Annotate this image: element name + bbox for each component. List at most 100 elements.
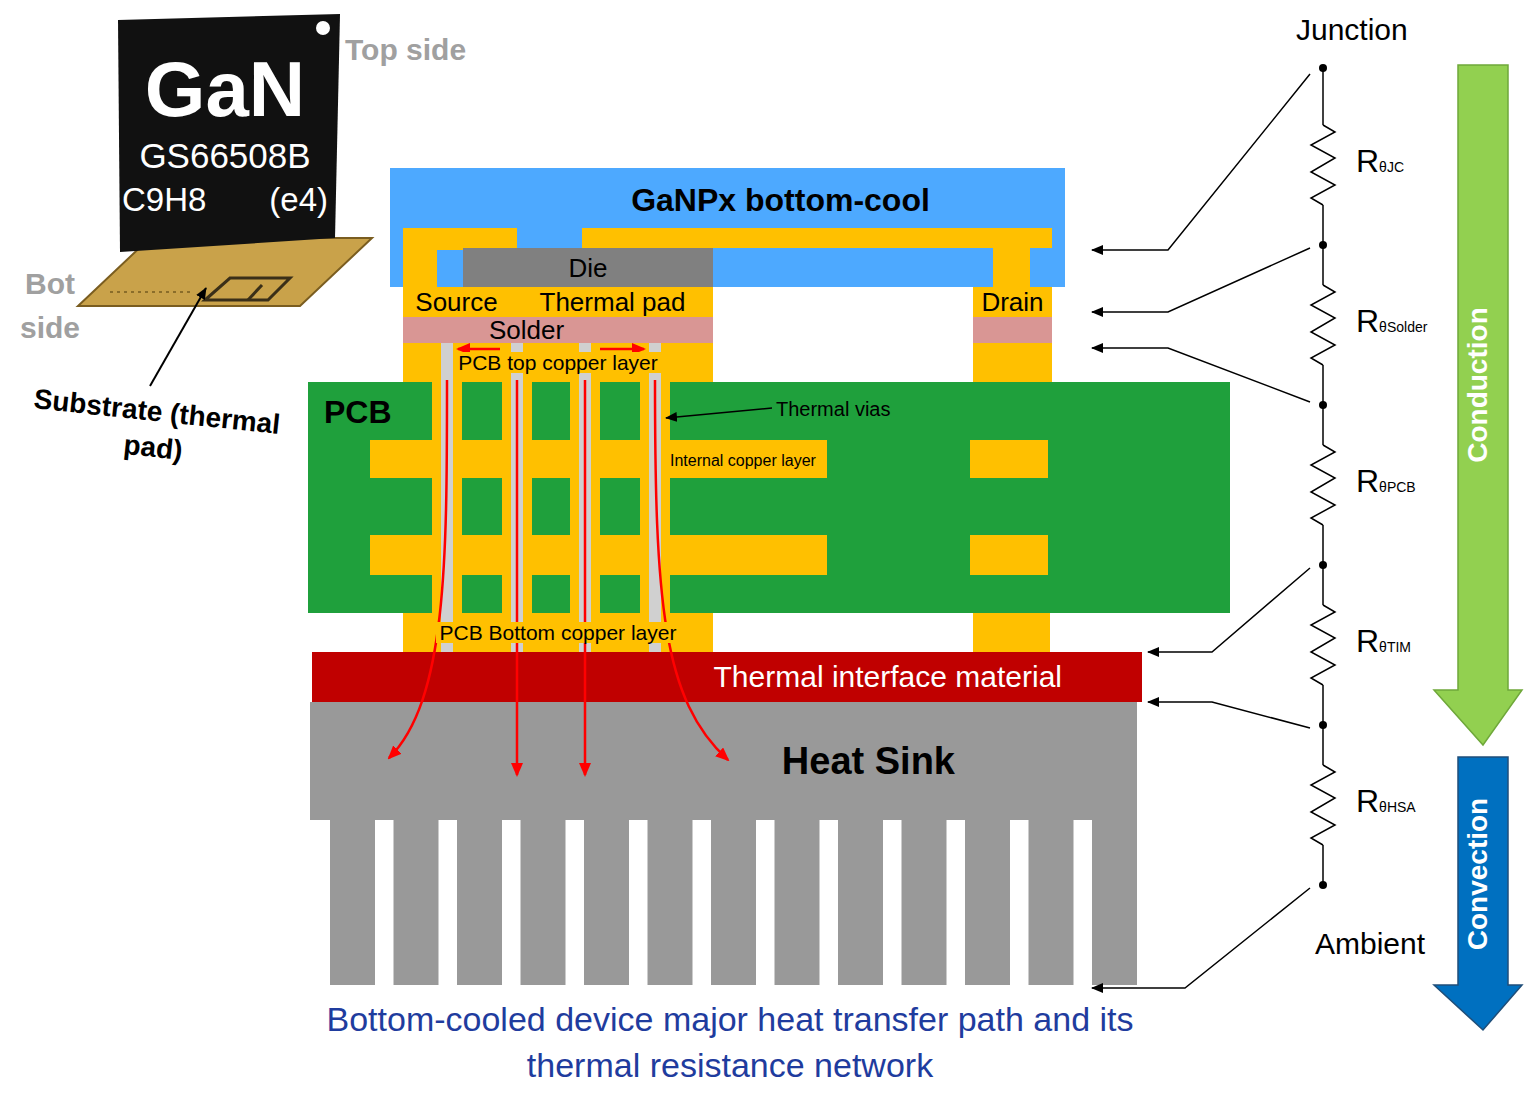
convection-arrow bbox=[1434, 757, 1522, 1030]
node-text: Drain bbox=[981, 289, 1043, 315]
node-text: Source bbox=[415, 289, 497, 315]
node-text: Heat Sink bbox=[778, 742, 959, 780]
solder-layer bbox=[403, 317, 1052, 343]
heat-sink bbox=[330, 818, 375, 985]
thermal-via bbox=[432, 343, 670, 652]
side-label: Bot side bbox=[10, 262, 90, 349]
node-text: GaNPx bottom-cool bbox=[631, 184, 930, 216]
internal-copper bbox=[970, 440, 1048, 478]
node-text: PCB Bottom copper layer bbox=[436, 622, 681, 643]
heat-sink bbox=[457, 818, 502, 985]
terminal-label: Junction bbox=[1296, 12, 1408, 48]
boundary-leader bbox=[1092, 74, 1310, 250]
node-text: PCB top copper layer bbox=[454, 352, 662, 373]
terminal-label: Ambient bbox=[1315, 926, 1425, 962]
boundary-leader bbox=[1092, 74, 1310, 988]
chip-photo bbox=[118, 14, 340, 252]
heat-sink bbox=[584, 818, 629, 985]
node-text: C9H8 bbox=[122, 183, 206, 216]
text-row: GS66508B bbox=[118, 138, 332, 173]
die-box: Die bbox=[463, 248, 713, 288]
heat-sink bbox=[310, 702, 1137, 985]
internal-copper bbox=[970, 535, 1048, 575]
boundary-leader bbox=[1148, 702, 1310, 728]
resistor-label: RθHSA bbox=[1356, 785, 1416, 817]
text-row: C9H8 (e4) bbox=[118, 183, 332, 216]
node-text: Conduction bbox=[1464, 307, 1492, 463]
heat-sink: Heat Sink bbox=[310, 702, 1137, 820]
package-box: GaNPx bottom-coolDie bbox=[390, 168, 1065, 287]
network-node bbox=[1319, 721, 1327, 729]
heat-sink bbox=[648, 818, 693, 985]
pad-layer bbox=[403, 287, 713, 317]
resistor-network bbox=[1311, 445, 1335, 525]
resistor-label: RθTIM bbox=[1356, 625, 1411, 657]
node-text: GaN bbox=[145, 50, 305, 128]
boundary-leader bbox=[1092, 248, 1310, 312]
boundary-leader bbox=[1148, 568, 1310, 652]
package-body bbox=[463, 248, 713, 288]
resistor-network bbox=[1311, 765, 1335, 845]
heat-sink bbox=[902, 818, 947, 985]
node-text: Thermal interface material bbox=[710, 662, 1066, 692]
copper-layer bbox=[403, 613, 1050, 652]
pad-layer bbox=[973, 287, 1052, 317]
boundary-leader bbox=[1092, 888, 1310, 988]
callout-label: Thermal vias bbox=[776, 397, 890, 421]
network-node bbox=[1319, 64, 1327, 889]
network-node bbox=[1319, 64, 1327, 72]
resistor-label: RθPCB bbox=[1356, 465, 1416, 497]
heat-sink bbox=[965, 818, 1010, 985]
pad-layer bbox=[403, 287, 1052, 317]
callout-label: Internal copper layer bbox=[670, 451, 816, 470]
copper-layer: PCB Bottom copper layer bbox=[403, 613, 713, 652]
side-label: Top side bbox=[345, 32, 466, 68]
copper-layer bbox=[403, 343, 1052, 382]
network-node bbox=[1319, 561, 1327, 569]
node-text: (e4) bbox=[269, 183, 328, 216]
conduction-arrow bbox=[1434, 65, 1522, 745]
heat-flow-arrow bbox=[516, 380, 519, 775]
chip-photo bbox=[205, 278, 290, 300]
network-node bbox=[1319, 401, 1327, 409]
callout-label: Substrate (thermal pad) bbox=[27, 381, 283, 480]
node-text: PCB bbox=[324, 396, 392, 428]
package-body bbox=[582, 228, 1052, 248]
via-leader bbox=[666, 408, 772, 418]
chip-photo bbox=[316, 21, 330, 35]
convection-arrow: Convection bbox=[1432, 757, 1524, 1030]
figure-caption: Bottom-cooled device major heat transfer… bbox=[320, 997, 1140, 1089]
package-body bbox=[390, 168, 1065, 287]
heat-sink bbox=[838, 818, 883, 985]
internal-copper bbox=[370, 440, 1048, 575]
pcb-board: PCB bbox=[308, 382, 1230, 613]
heat-flow-arrow bbox=[389, 349, 728, 775]
network-node bbox=[1319, 241, 1327, 249]
heat-flow-arrow bbox=[389, 380, 447, 758]
heat-flow-arrow bbox=[655, 380, 728, 760]
boundary-leader bbox=[1092, 348, 1310, 402]
resistor-network bbox=[1311, 68, 1335, 885]
package-body bbox=[403, 228, 437, 290]
node-text: Die bbox=[568, 255, 607, 281]
tim-layer bbox=[312, 652, 1142, 702]
tim-layer bbox=[312, 652, 1142, 702]
resistor-network bbox=[1311, 285, 1335, 365]
conduction-arrow: Conduction bbox=[1432, 65, 1524, 745]
copper-layer bbox=[973, 613, 1050, 652]
chip-marking: GaN GS66508B C9H8 (e4) bbox=[118, 50, 332, 242]
heat-sink bbox=[310, 702, 1137, 820]
substrate-leader bbox=[150, 288, 206, 386]
resistor-network bbox=[1311, 605, 1335, 685]
substrate-leader bbox=[150, 288, 206, 386]
tim-layer: Thermal interface material bbox=[312, 652, 1142, 702]
solder-layer bbox=[973, 317, 1052, 343]
heat-sink bbox=[394, 818, 439, 985]
thermal-pad: Thermal pad bbox=[512, 287, 713, 317]
via-leader bbox=[666, 408, 772, 418]
heat-sink bbox=[1092, 818, 1137, 985]
node-text: Convection bbox=[1464, 797, 1492, 949]
heat-sink bbox=[1029, 818, 1074, 985]
heat-sink bbox=[521, 818, 566, 985]
package-body bbox=[993, 228, 1030, 290]
